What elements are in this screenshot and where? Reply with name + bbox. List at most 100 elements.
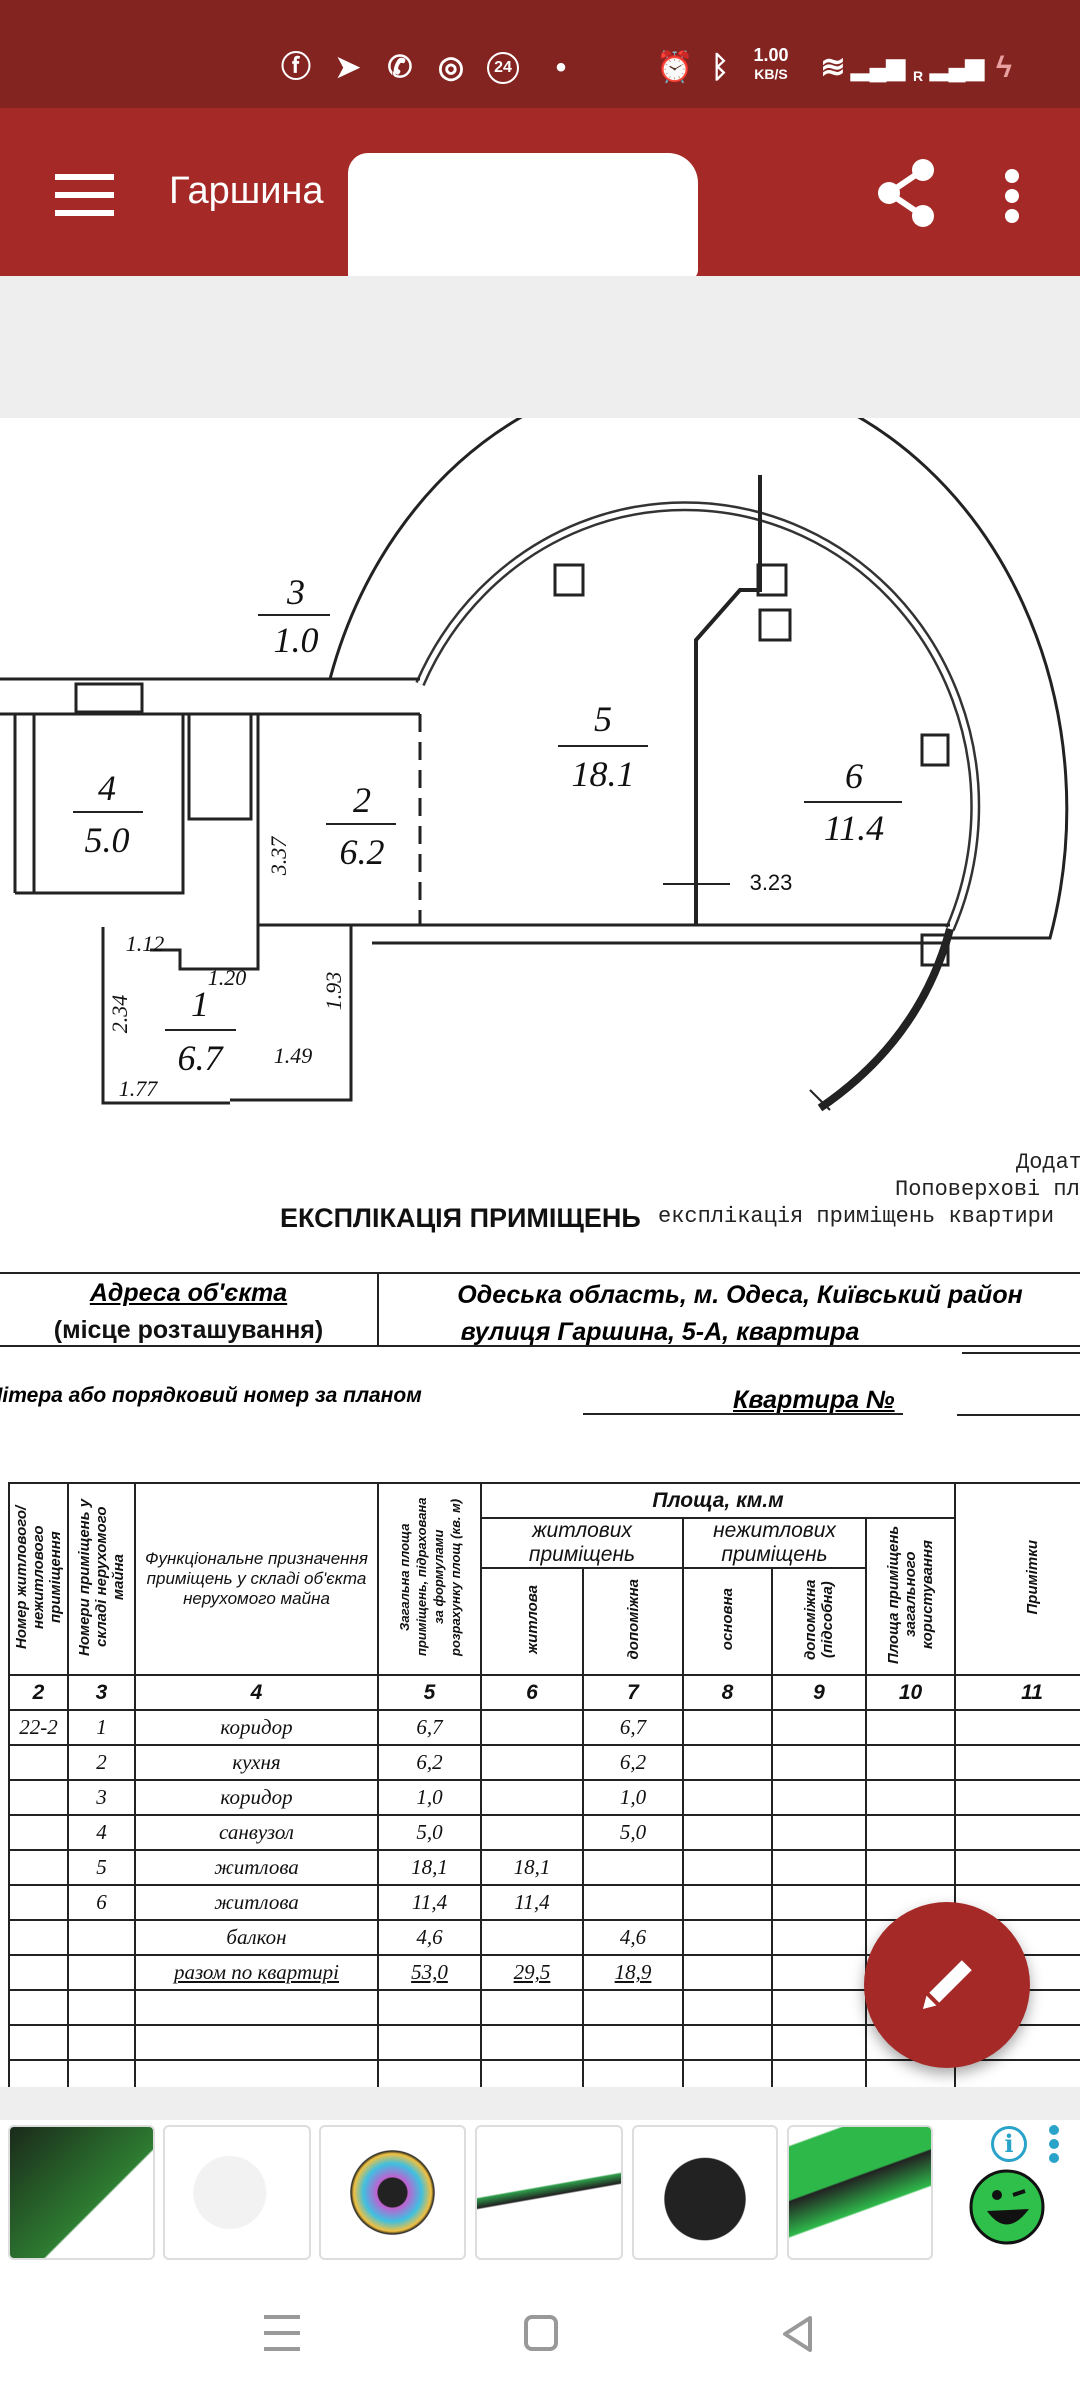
header-total-area: Загальна площа приміщень, підрахована за… (396, 1497, 463, 1657)
redaction-blob (348, 153, 698, 280)
ventilation (74, 682, 144, 714)
dimension-label: 2.34 (107, 995, 132, 1034)
address-label: Адреса об'єкта (89, 1279, 288, 1307)
table-cell: 5,0 (377, 1814, 482, 1851)
ad-item-smart-plug[interactable] (163, 2125, 311, 2260)
table-cell: 1,0 (377, 1779, 482, 1816)
gray-band-bottom (0, 2087, 1080, 2120)
table-cell: 22-2 (8, 1709, 69, 1746)
speed-value: 1.00 (753, 45, 789, 65)
room-3-number: 3 (286, 572, 305, 612)
signal-icon: ▂▄▆ (851, 54, 905, 81)
table-cell (771, 1954, 867, 1991)
viber-icon: ✆ (387, 51, 413, 84)
room-3-area: 1.0 (274, 620, 319, 660)
more-options-icon[interactable] (1002, 168, 1022, 224)
room-6-area: 11.4 (824, 808, 884, 848)
table-cell (682, 1849, 773, 1886)
table-cell: 1 (67, 1709, 136, 1746)
apartment-label: Квартира № (733, 1386, 895, 1414)
table-cell (480, 1709, 584, 1746)
dimension-label: 1.20 (208, 965, 247, 990)
table-cell (864, 1814, 957, 1851)
gray-band (0, 276, 1080, 418)
divider (0, 1272, 1080, 1274)
table-cell: 7 (582, 1674, 684, 1711)
header-nonliving: нежитлових приміщень (682, 1517, 867, 1569)
table-cell (67, 1954, 136, 1991)
ad-more-icon[interactable] (1046, 2124, 1062, 2164)
table-cell (771, 1849, 867, 1886)
recent-apps-button[interactable] (264, 2315, 300, 2351)
table-cell (377, 2024, 482, 2061)
address-sublabel: (місце розташування) (53, 1316, 324, 1344)
table-cell: 6,2 (377, 1744, 482, 1781)
table-cell (8, 1744, 69, 1781)
alarm-icon: ⏰ (656, 51, 694, 84)
room-1 (13, 714, 353, 1105)
dimension-label: 3.37 (266, 836, 291, 877)
ad-item-led-kit[interactable] (8, 2125, 155, 2260)
divider (583, 1413, 903, 1415)
table-cell (377, 1989, 482, 2026)
address-line-2: вулиця Гаршина, 5-А, квартира (460, 1318, 860, 1346)
table-cell (682, 2024, 773, 2061)
ad-item-battery[interactable] (632, 2125, 778, 2260)
roaming-label: R (912, 68, 924, 84)
table-cell (8, 1849, 69, 1886)
menu-icon[interactable] (55, 174, 114, 216)
table-cell (8, 1814, 69, 1851)
table-cell (771, 1884, 867, 1921)
ad-item-led-strip[interactable] (319, 2125, 466, 2260)
table-cell (771, 1919, 867, 1956)
home-button[interactable] (524, 2315, 558, 2351)
table-cell: 3 (67, 1674, 136, 1711)
back-button[interactable] (780, 2315, 816, 2353)
table-cell (954, 1849, 1080, 1886)
share-icon[interactable] (875, 158, 939, 228)
table-cell: кухня (134, 1744, 379, 1781)
table-cell: 10 (864, 1674, 957, 1711)
divider (957, 1414, 1080, 1416)
table-cell: 6 (480, 1674, 584, 1711)
table-cell: 2 (67, 1744, 136, 1781)
table-cell (8, 1989, 69, 2026)
table-cell (67, 1919, 136, 1956)
table-cell: 2 (8, 1674, 69, 1711)
table-cell (682, 1954, 773, 1991)
table-cell: 4,6 (377, 1919, 482, 1956)
bluetooth-icon: ᛒ (711, 51, 729, 84)
room-1-area: 6.7 (178, 1038, 225, 1078)
room-4-number: 4 (98, 768, 116, 808)
table-cell (864, 1779, 957, 1816)
table-cell (954, 1744, 1080, 1781)
table-cell: 6,7 (377, 1709, 482, 1746)
header-room-numbers: Номери приміщень у складі нерухомого май… (76, 1498, 127, 1656)
table-cell (954, 1709, 1080, 1746)
edit-fab-button[interactable] (864, 1902, 1030, 2068)
address-line-1: Одеська область, м. Одеса, Київський рай… (457, 1281, 1023, 1309)
ad-info-icon[interactable]: i (991, 2126, 1027, 2162)
table-cell: житлова (134, 1849, 379, 1886)
table-cell (480, 1919, 584, 1956)
table-cell: коридор (134, 1779, 379, 1816)
brand-logo-icon[interactable] (969, 2169, 1045, 2245)
floor-plan[interactable]: 3 1.0 4 5.0 2 6.2 5 18.1 6 11.4 1 6.7 3.… (0, 418, 1080, 1130)
table-cell (954, 1779, 1080, 1816)
header-living-area: житлова (523, 1585, 541, 1654)
dot-icon: • (555, 51, 567, 84)
top-wall (0, 677, 420, 716)
table-cell: 4,6 (582, 1919, 684, 1956)
document-subtitle: експлікація приміщень квартири (658, 1204, 1055, 1229)
table-cell (8, 2024, 69, 2061)
ad-item-saw[interactable] (475, 2125, 623, 2260)
ad-item-heat-gun[interactable] (787, 2125, 933, 2260)
navigation-bar (0, 2265, 1080, 2400)
table-cell: 53,0 (377, 1954, 482, 1991)
